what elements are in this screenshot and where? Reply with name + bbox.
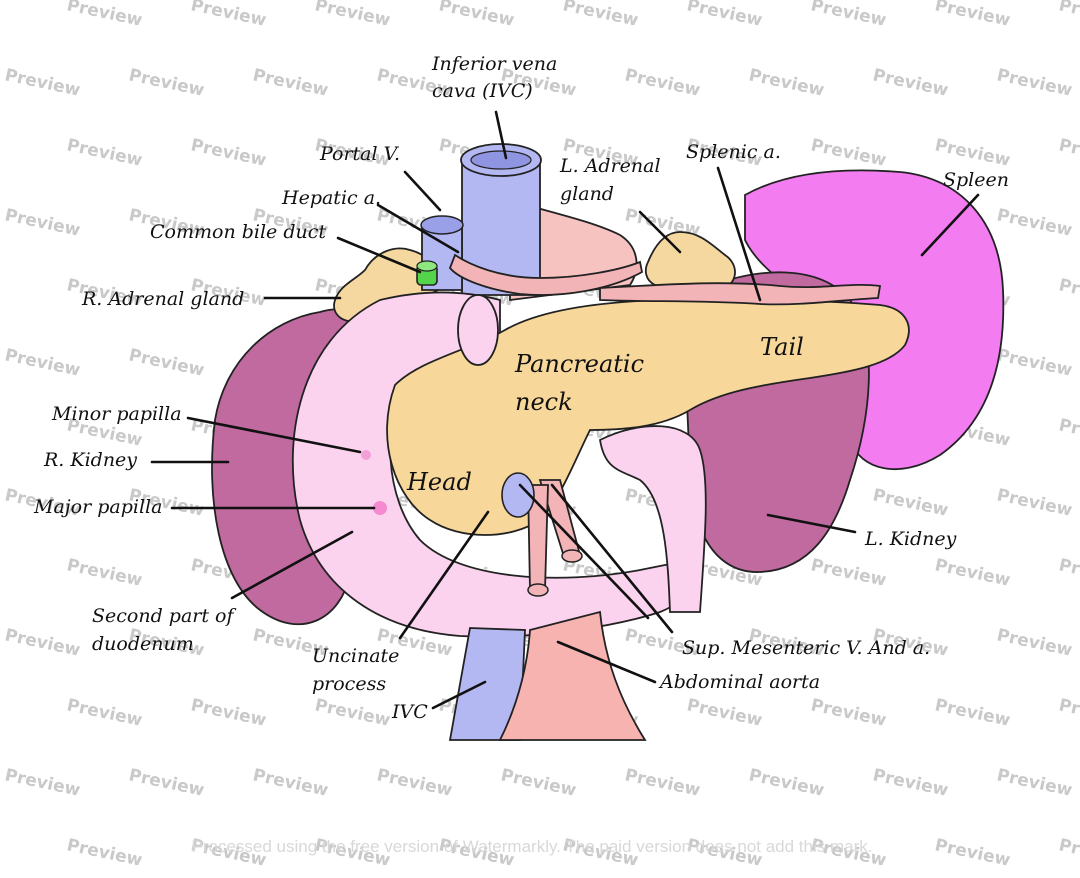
- watermark-preview-text: Preview: [747, 765, 826, 801]
- aorta-lower-shape: [498, 610, 647, 741]
- watermark-preview-text: Preview: [1057, 0, 1080, 31]
- label-left-adrenal-line1: L. Adrenal: [559, 155, 661, 177]
- watermark-preview-text: Preview: [65, 835, 144, 871]
- watermark-preview-text: Preview: [1057, 275, 1080, 311]
- label-uncinate-line2: process: [312, 673, 386, 695]
- major-papilla-dot: [373, 501, 387, 515]
- minor-papilla-dot: [361, 450, 371, 460]
- splenic-artery-shape: [599, 282, 882, 306]
- label-common-bile-duct: Common bile duct: [150, 221, 326, 243]
- watermark-preview-text: Preview: [871, 485, 950, 521]
- watermark-preview-text: Preview: [3, 205, 82, 241]
- watermark-preview-text: Preview: [3, 625, 82, 661]
- label-ivc-bottom: IVC: [391, 701, 428, 723]
- watermark-preview-text: Preview: [747, 65, 826, 101]
- watermark-preview-text: Preview: [933, 135, 1012, 171]
- label-right-adrenal-gland: R. Adrenal gland: [81, 288, 244, 310]
- label-uncinate-line1: Uncinate: [312, 645, 399, 667]
- label-hepatic-artery: Hepatic a.: [281, 187, 381, 209]
- watermark-preview-text: Preview: [313, 695, 392, 731]
- watermark-preview-text: Preview: [189, 135, 268, 171]
- watermark-preview-text: Preview: [809, 555, 888, 591]
- label-splenic-artery: Splenic a.: [686, 141, 781, 163]
- watermark-preview-text: Preview: [995, 205, 1074, 241]
- hepatic-artery-shape: [448, 253, 644, 296]
- label-sup-mesenteric: Sup. Mesenteric V. And a.: [682, 637, 930, 659]
- watermark-preview-text: Preview: [561, 0, 640, 31]
- watermark-preview-text: Preview: [995, 345, 1074, 381]
- label-pancreatic-line2: neck: [515, 388, 573, 416]
- watermark-preview-text: Preview: [1057, 695, 1080, 731]
- watermark-preview-text: Preview: [127, 345, 206, 381]
- left-adrenal-shape: [644, 231, 736, 294]
- watermark-preview-text: Preview: [127, 765, 206, 801]
- watermark-preview-text: Preview: [3, 765, 82, 801]
- watermark-preview-text: Preview: [995, 625, 1074, 661]
- label-pancreatic-line1: Pancreatic: [514, 350, 644, 378]
- label-abdominal-aorta: Abdominal aorta: [658, 671, 820, 693]
- label-spleen: Spleen: [943, 169, 1009, 191]
- label-second-duodenum-line2: duodenum: [92, 633, 194, 655]
- watermark-preview-text: Preview: [1057, 415, 1080, 451]
- watermark-preview-text: Preview: [375, 765, 454, 801]
- label-portal-vein: Portal V.: [319, 143, 400, 165]
- watermark-preview-text: Preview: [1057, 835, 1080, 871]
- watermark-preview-text: Preview: [251, 765, 330, 801]
- label-left-kidney: L. Kidney: [864, 528, 957, 550]
- smv-opening: [501, 472, 535, 518]
- watermark-preview-text: Preview: [995, 485, 1074, 521]
- label-ivc-top-line2: cava (IVC): [432, 80, 533, 102]
- watermark-preview-text: Preview: [995, 65, 1074, 101]
- label-major-papilla: Major papilla: [33, 496, 162, 518]
- watermark-preview-text: Preview: [809, 135, 888, 171]
- watermark-preview-text: Preview: [933, 695, 1012, 731]
- watermark-preview-text: Preview: [65, 555, 144, 591]
- watermark-preview-text: Preview: [623, 65, 702, 101]
- watermark-preview-text: Preview: [871, 765, 950, 801]
- watermark-preview-text: Preview: [127, 65, 206, 101]
- watermark-preview-text: Preview: [313, 0, 392, 31]
- duodenum-jejunal-limb: [599, 425, 707, 613]
- watermark-preview-text: Preview: [623, 765, 702, 801]
- leader-lines: [150, 110, 980, 710]
- watermark-preview-text: Preview: [189, 0, 268, 31]
- label-tail: Tail: [760, 333, 804, 361]
- label-left-adrenal-line2: gland: [560, 183, 614, 205]
- watermark-preview-text: Preview: [685, 695, 764, 731]
- watermark-preview-text: Preview: [933, 835, 1012, 871]
- watermark-preview-text: Preview: [3, 345, 82, 381]
- watermark-preview-text: Preview: [995, 765, 1074, 801]
- watermark-preview-text: Preview: [65, 0, 144, 31]
- watermark-preview-text: Preview: [1057, 135, 1080, 171]
- label-minor-papilla: Minor papilla: [51, 403, 182, 425]
- watermark-preview-text: Preview: [871, 65, 950, 101]
- watermark-preview-text: Preview: [3, 65, 82, 101]
- duodenum-opening: [457, 294, 499, 366]
- watermark-preview-text: Preview: [499, 765, 578, 801]
- label-ivc-top-line1: Inferior vena: [431, 53, 557, 75]
- watermark-preview-text: Preview: [437, 0, 516, 31]
- watermark-preview-text: Preview: [933, 0, 1012, 31]
- label-second-duodenum-line1: Second part of: [92, 605, 236, 627]
- watermark-preview-text: Preview: [809, 695, 888, 731]
- watermark-preview-text: Preview: [933, 555, 1012, 591]
- watermark-preview-text: Preview: [65, 695, 144, 731]
- watermark-footer: Processed using the free version of Wate…: [192, 837, 873, 856]
- label-head: Head: [406, 468, 472, 496]
- label-right-kidney: R. Kidney: [43, 449, 137, 471]
- watermark-preview-text: Preview: [685, 0, 764, 31]
- watermark-preview-text: Preview: [1057, 555, 1080, 591]
- watermark-preview-text: Preview: [809, 0, 888, 31]
- watermark-preview-text: Preview: [189, 695, 268, 731]
- watermark-preview-text: Preview: [65, 135, 144, 171]
- watermark-preview-text: Preview: [251, 65, 330, 101]
